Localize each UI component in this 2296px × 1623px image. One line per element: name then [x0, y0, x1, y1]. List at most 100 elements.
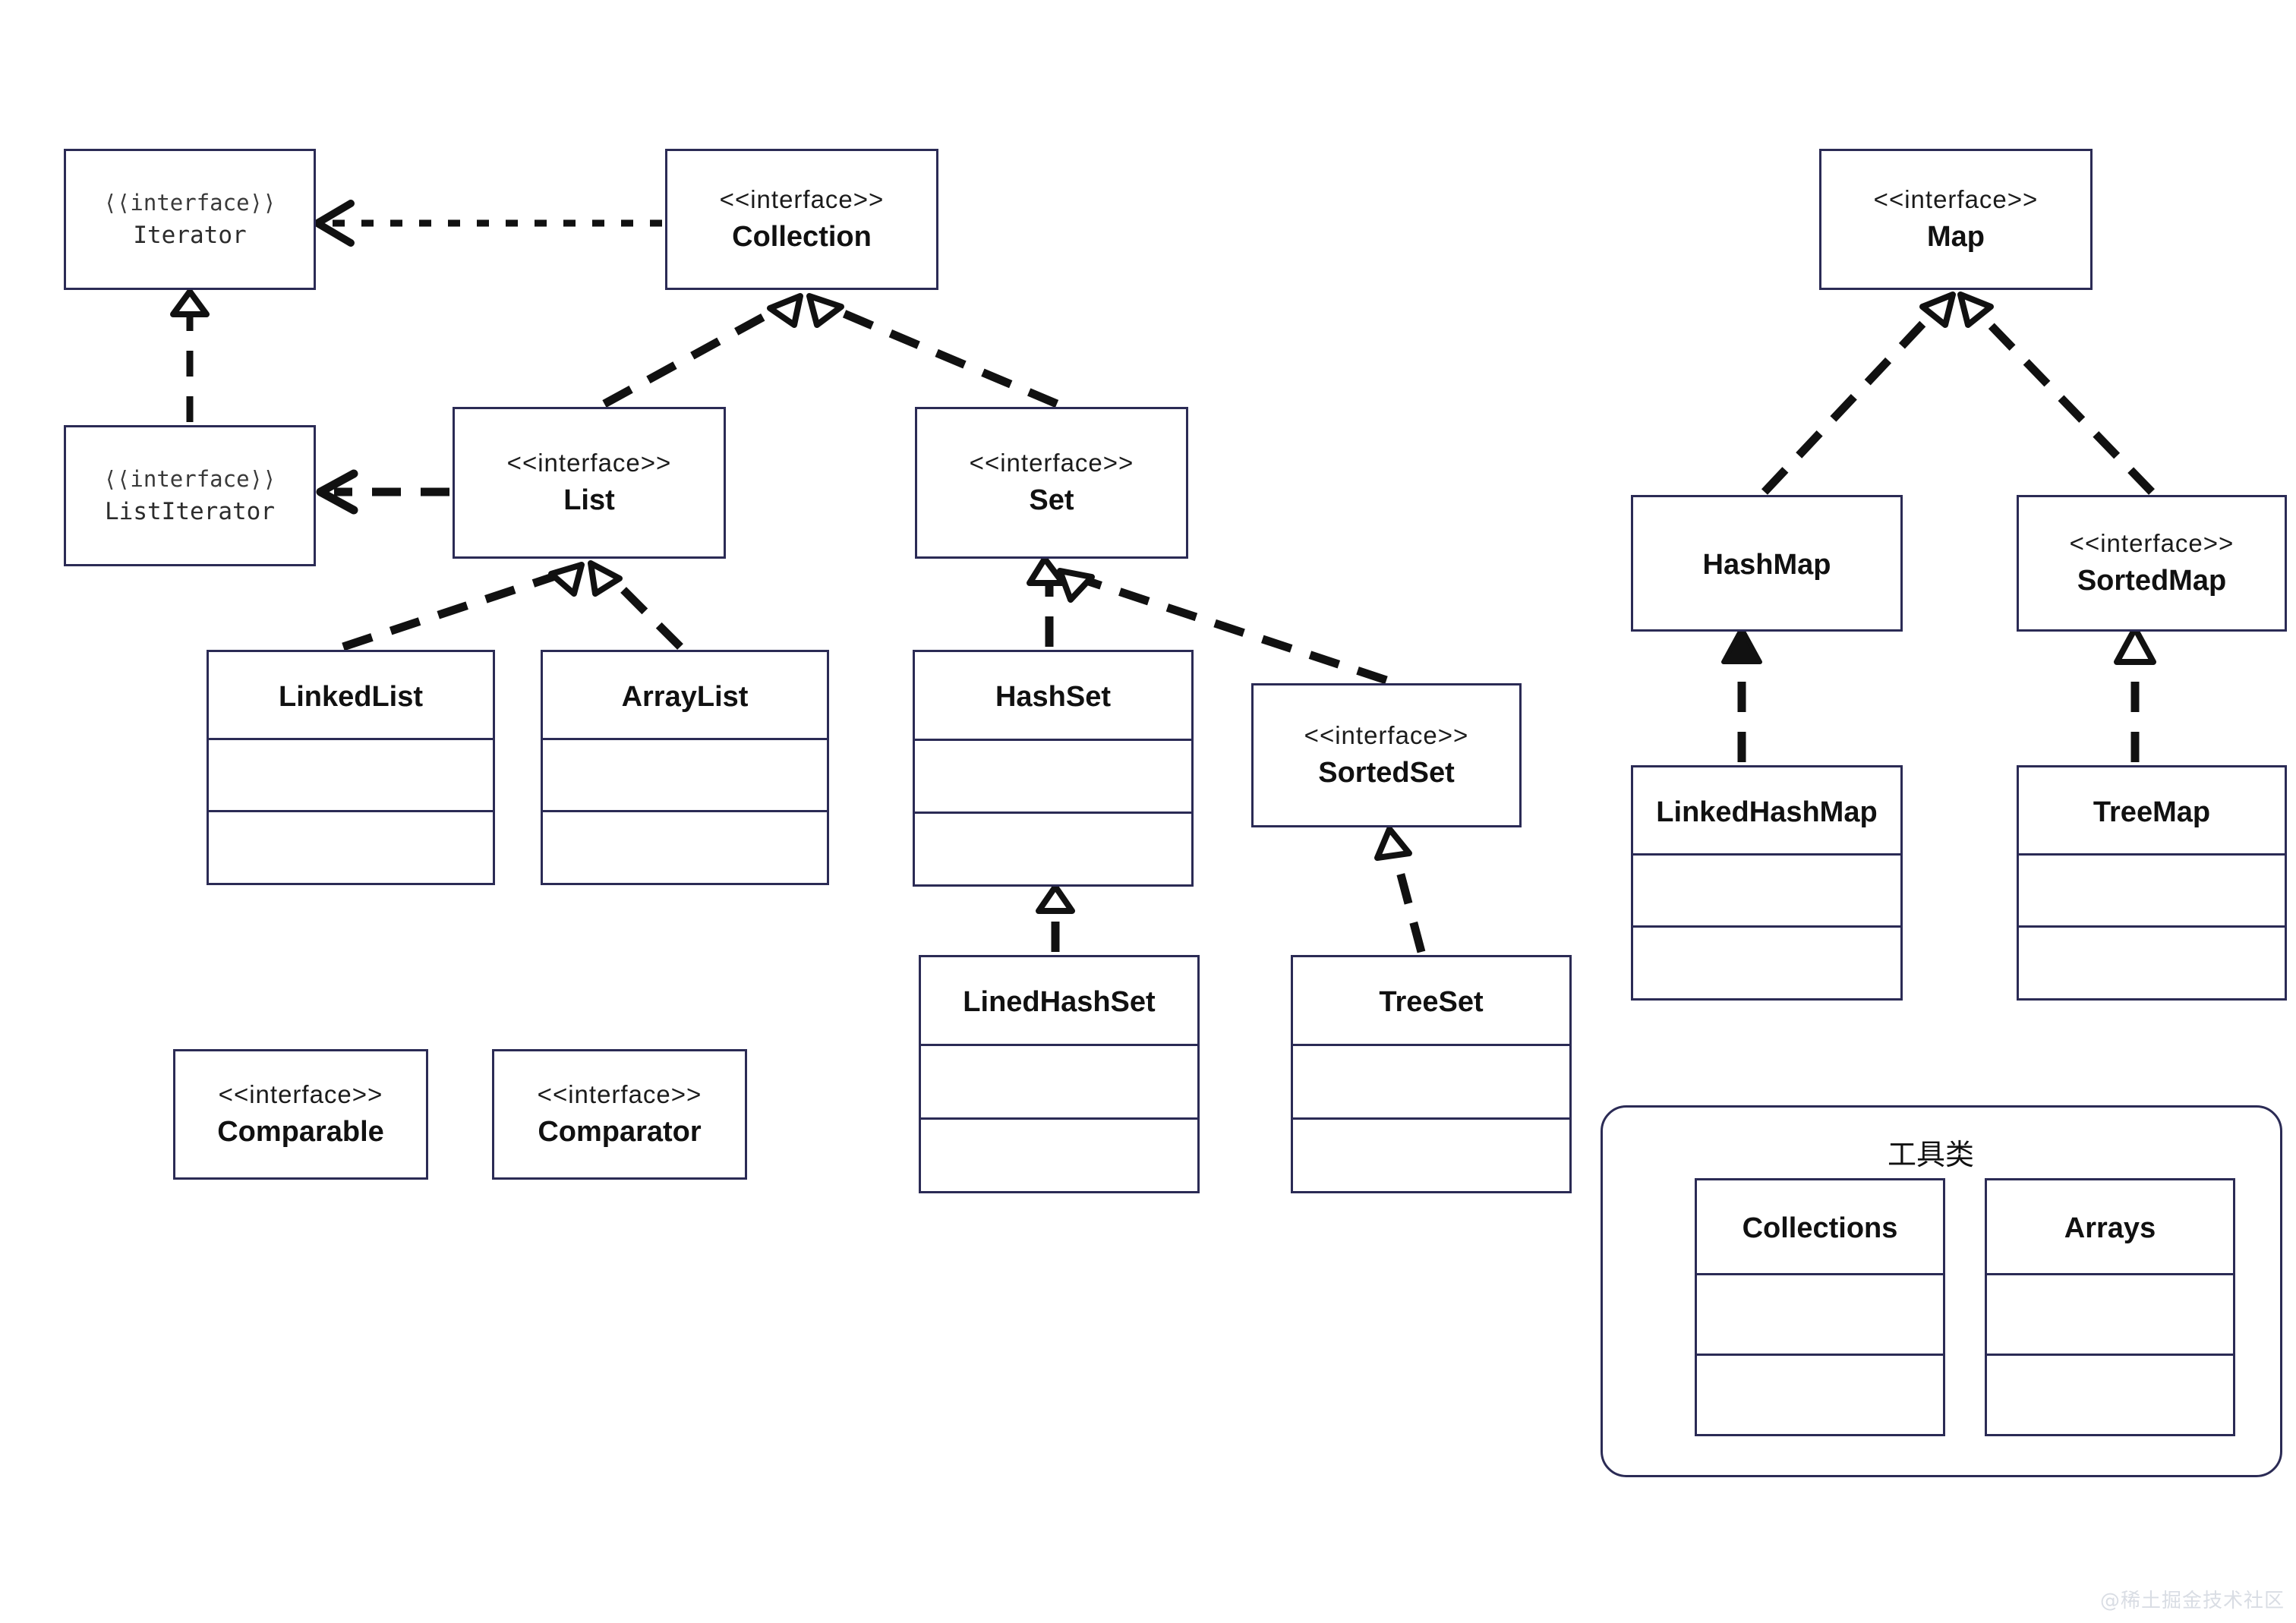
class-node-collections[interactable]: Collections [1695, 1178, 1945, 1436]
utility-classes-group-title: 工具类 [1888, 1138, 1975, 1171]
node-header: <<interface>> Comparator [494, 1051, 745, 1177]
type-name: List [563, 484, 615, 516]
operations-compartment [543, 810, 827, 883]
attributes-compartment [921, 1044, 1197, 1117]
class-node-linedhashset[interactable]: LinedHashSet [919, 955, 1200, 1193]
edge-hashset-implements-set [1027, 556, 1066, 647]
operations-compartment [1633, 925, 1900, 998]
node-header: ⟨⟨interface⟩⟩ ListIterator [66, 427, 314, 564]
edge-linkedhashmap-extends-hashmap [1721, 626, 1762, 762]
edge-set-extends-collection [806, 293, 1059, 408]
stereotype-label: <<interface>> [719, 184, 885, 213]
node-header: ArrayList [543, 652, 827, 738]
class-node-treemap[interactable]: TreeMap [2017, 765, 2287, 1001]
class-node-linkedhashmap[interactable]: LinkedHashMap [1631, 765, 1903, 1001]
stereotype-label: ⟨⟨interface⟩⟩ [103, 465, 276, 492]
class-node-sortedset[interactable]: <<interface>> SortedSet [1251, 683, 1522, 827]
node-header: <<interface>> Comparable [175, 1051, 426, 1177]
edge-arraylist-implements-list [588, 560, 683, 650]
class-node-list[interactable]: <<interface>> List [453, 407, 726, 559]
type-name: Map [1927, 220, 1985, 253]
attributes-compartment [1987, 1272, 2233, 1354]
node-header: Collections [1697, 1180, 1943, 1273]
class-node-list-iterator[interactable]: ⟨⟨interface⟩⟩ ListIterator [64, 425, 316, 566]
type-name: TreeSet [1379, 986, 1484, 1019]
class-node-arraylist[interactable]: ArrayList [541, 650, 829, 885]
type-name: ListIterator [105, 497, 275, 525]
source-watermark: @稀土掘金技术社区 [2100, 1590, 2285, 1612]
class-node-hashset[interactable]: HashSet [913, 650, 1194, 887]
class-node-arrays[interactable]: Arrays [1985, 1178, 2235, 1436]
attributes-compartment [1293, 1044, 1569, 1117]
type-name: Comparator [538, 1115, 702, 1148]
edge-treeset-implements-sortedset [1374, 826, 1426, 953]
type-name: SortedSet [1318, 756, 1455, 789]
type-name: Iterator [133, 221, 247, 249]
node-header: Arrays [1987, 1180, 2233, 1273]
attributes-compartment [2019, 852, 2285, 926]
class-node-comparable[interactable]: <<interface>> Comparable [173, 1049, 428, 1180]
stereotype-label: <<interface>> [506, 448, 672, 477]
type-name: Collections [1742, 1212, 1898, 1245]
type-name: LinedHashSet [963, 986, 1156, 1019]
operations-compartment [1697, 1353, 1943, 1434]
operations-compartment [915, 811, 1191, 884]
stereotype-label: <<interface>> [218, 1079, 383, 1108]
class-node-map[interactable]: <<interface>> Map [1819, 149, 2093, 290]
class-node-comparator[interactable]: <<interface>> Comparator [492, 1049, 747, 1180]
edge-sortedmap-extends-map [1957, 292, 2155, 495]
class-node-hashmap[interactable]: HashMap [1631, 495, 1903, 632]
type-name: LinkedHashMap [1656, 796, 1878, 828]
attributes-compartment [1697, 1272, 1943, 1354]
node-header: LinkedHashMap [1633, 767, 1900, 853]
stereotype-label: <<interface>> [2069, 528, 2234, 557]
class-node-set[interactable]: <<interface>> Set [915, 407, 1188, 559]
stereotype-label: ⟨⟨interface⟩⟩ [103, 189, 276, 216]
stereotype-label: <<interface>> [537, 1079, 702, 1108]
node-header: TreeSet [1293, 957, 1569, 1044]
edge-collection-uses-iterator [314, 200, 662, 247]
stereotype-label: <<interface>> [969, 448, 1134, 477]
class-node-collection[interactable]: <<interface>> Collection [665, 149, 938, 290]
type-name: TreeMap [2093, 796, 2211, 828]
class-node-treeset[interactable]: TreeSet [1291, 955, 1572, 1193]
class-node-linkedlist[interactable]: LinkedList [207, 650, 495, 885]
edge-linedhashset-extends-hashset [1036, 884, 1075, 952]
stereotype-label: <<interface>> [1873, 184, 2039, 213]
edge-linkedlist-implements-list [342, 562, 585, 651]
node-header: <<interface>> Map [1821, 151, 2090, 288]
node-header: HashSet [915, 652, 1191, 739]
type-name: Arrays [2064, 1212, 2156, 1245]
node-header: <<interface>> Collection [667, 151, 936, 288]
operations-compartment [1987, 1353, 2233, 1434]
attributes-compartment [1633, 852, 1900, 926]
node-header: <<interface>> Set [917, 409, 1186, 556]
node-header: LinedHashSet [921, 957, 1197, 1044]
attributes-compartment [209, 737, 493, 811]
node-header: TreeMap [2019, 767, 2285, 853]
type-name: LinkedList [278, 680, 424, 713]
attributes-compartment [915, 738, 1191, 812]
type-name: Set [1029, 484, 1074, 516]
edge-treemap-implements-sortedmap [2114, 626, 2156, 762]
type-name: ArrayList [621, 680, 749, 713]
edge-list-uses-listiterator [316, 469, 449, 515]
operations-compartment [1293, 1117, 1569, 1191]
edge-hashmap-implements-map [1761, 292, 1956, 495]
type-name: Collection [732, 220, 872, 253]
node-header: <<interface>> List [455, 409, 724, 556]
operations-compartment [209, 810, 493, 883]
class-node-iterator[interactable]: ⟨⟨interface⟩⟩ Iterator [64, 149, 316, 290]
type-name: HashMap [1702, 549, 1831, 581]
class-node-sortedmap[interactable]: <<interface>> SortedMap [2017, 495, 2287, 632]
node-header: <<interface>> SortedMap [2019, 497, 2285, 629]
node-header: HashMap [1633, 497, 1900, 629]
node-header: LinkedList [209, 652, 493, 738]
operations-compartment [2019, 925, 2285, 998]
node-header: ⟨⟨interface⟩⟩ Iterator [66, 151, 314, 288]
node-header: <<interface>> SortedSet [1254, 685, 1519, 825]
type-name: Comparable [217, 1115, 384, 1148]
attributes-compartment [543, 737, 827, 811]
edge-listiterator-extends-iterator [170, 288, 210, 422]
